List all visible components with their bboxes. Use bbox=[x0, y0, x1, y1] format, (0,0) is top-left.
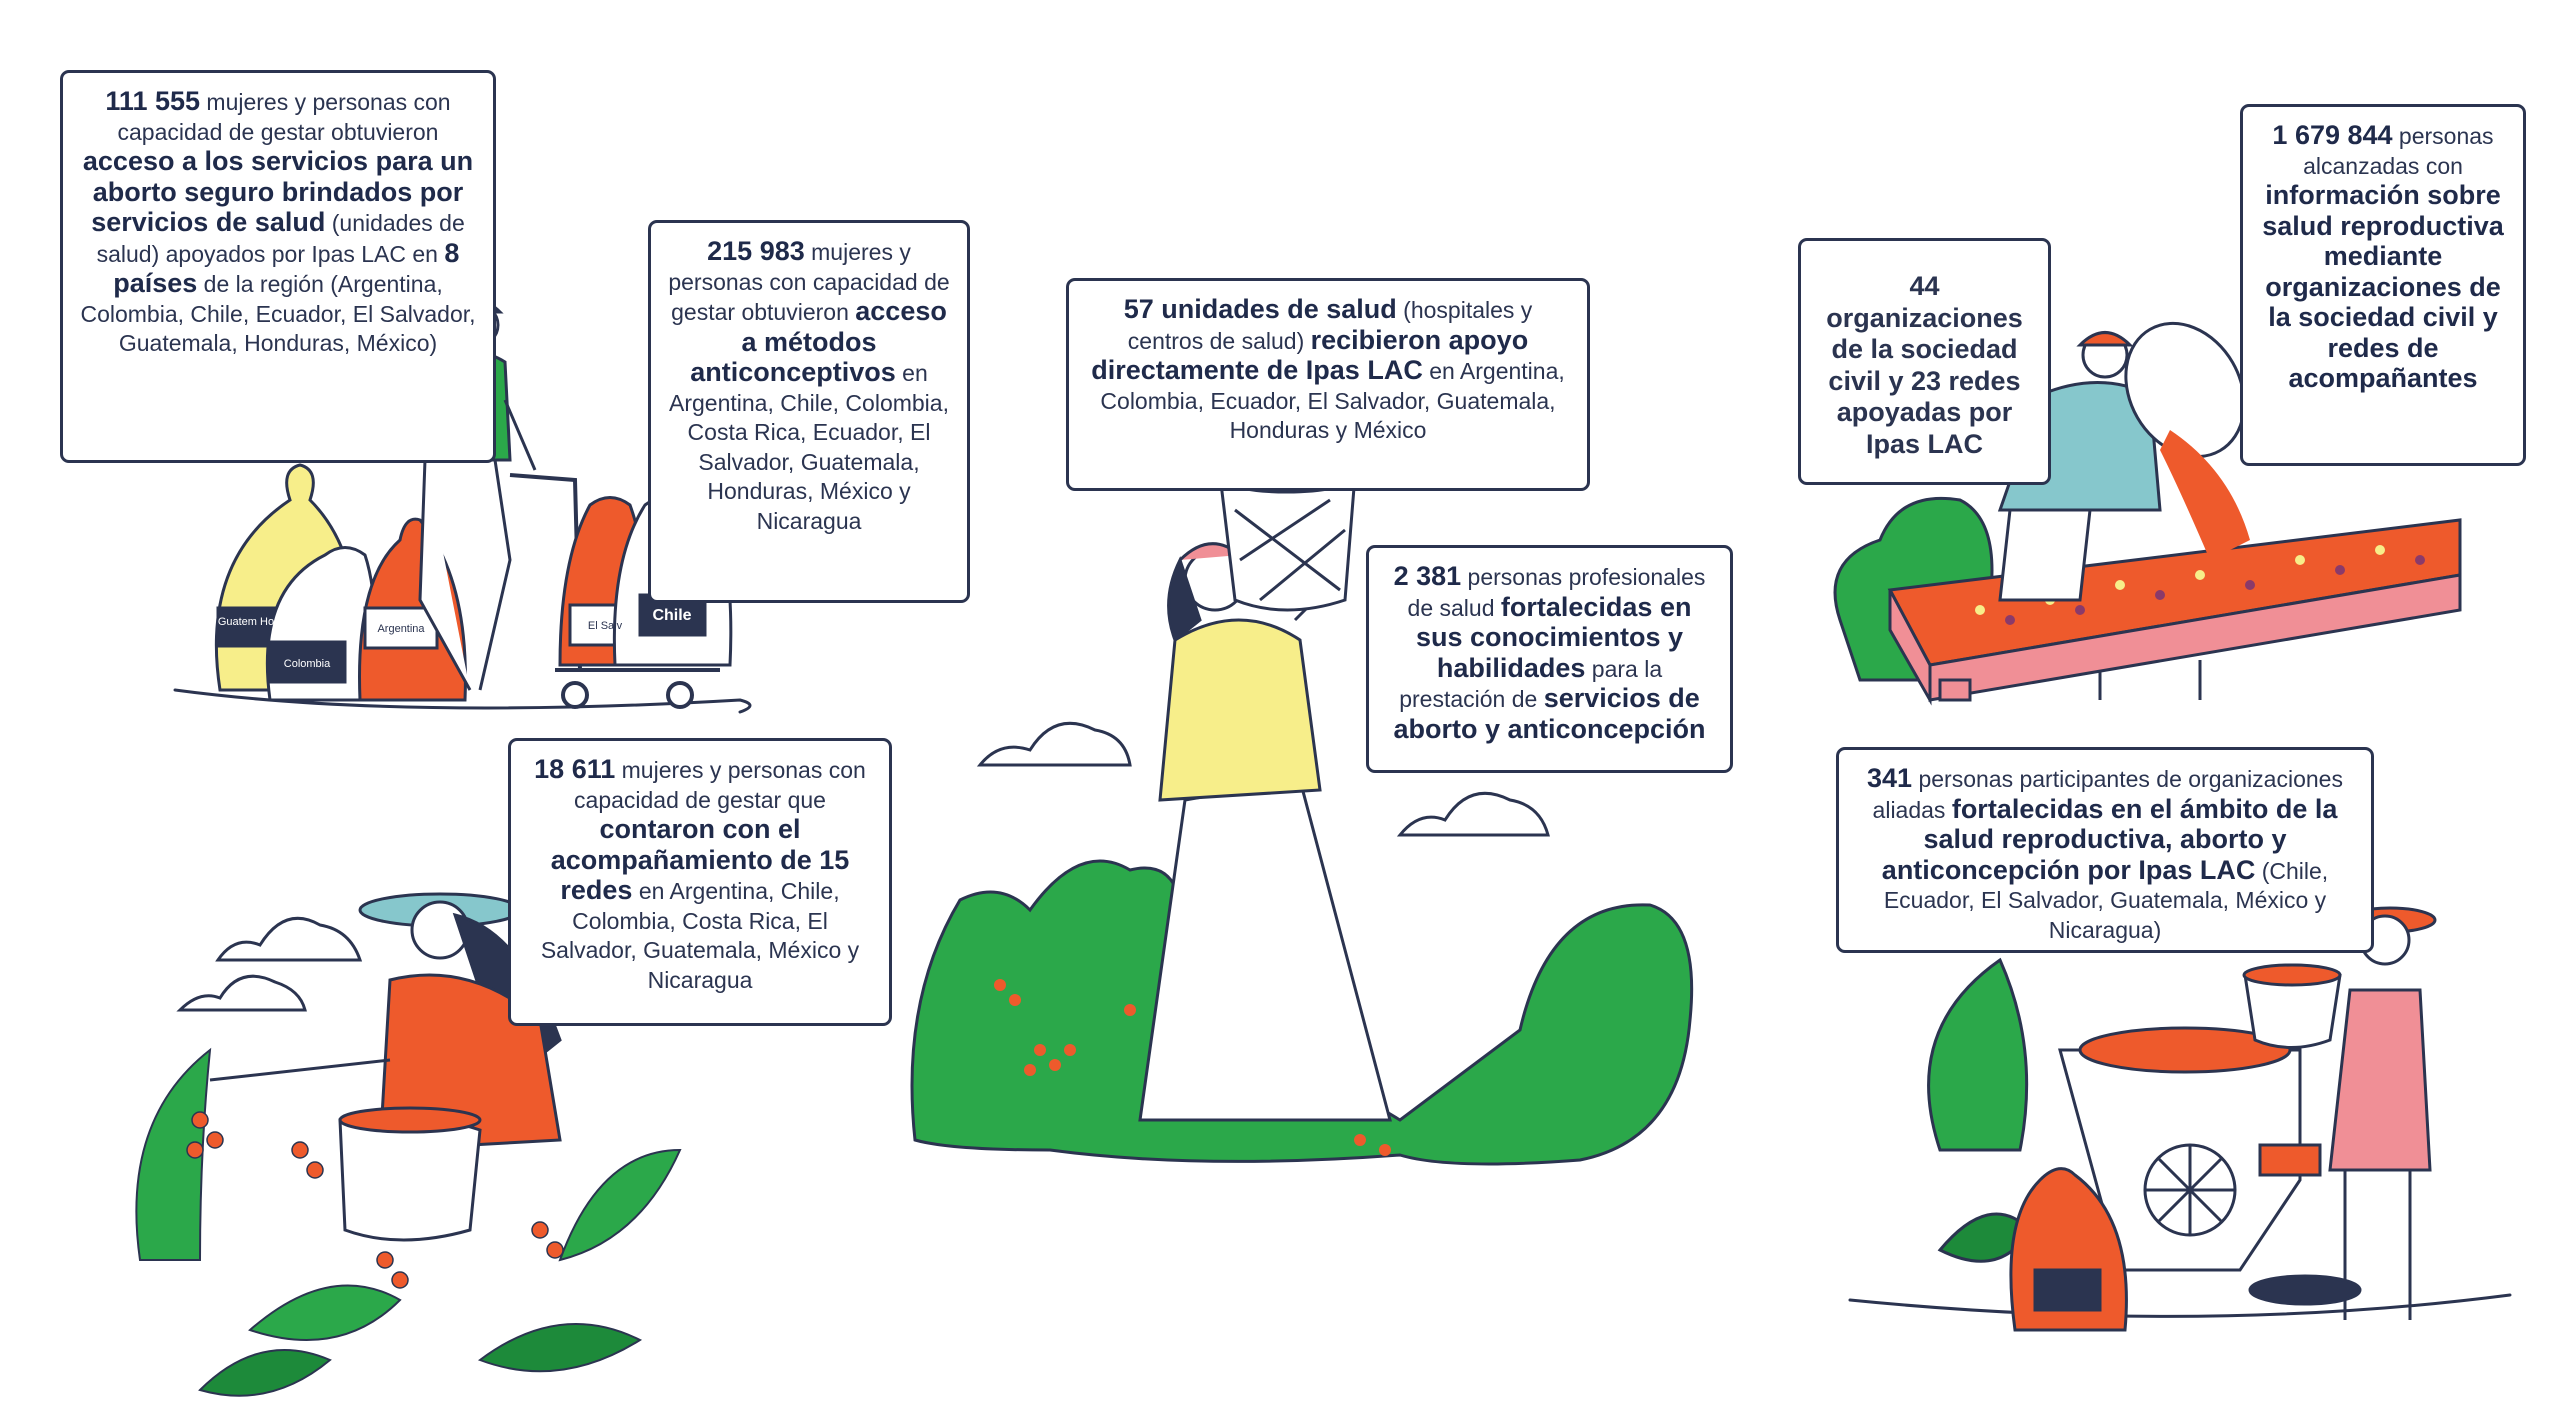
stat-number: 57 unidades de salud bbox=[1123, 294, 1397, 324]
sack-icon bbox=[265, 546, 378, 702]
stat-card-people-reached: 1 679 844 personas alcanzadas con inform… bbox=[2240, 104, 2526, 466]
cloud-icon bbox=[1396, 791, 1550, 837]
stat-number: 215 983 bbox=[707, 236, 805, 266]
sieve-icon bbox=[2124, 321, 2250, 560]
stat-number: 341 bbox=[1867, 763, 1913, 793]
sack-label-chile: Chile bbox=[652, 607, 691, 624]
sack-label-argentina: Argentina bbox=[377, 623, 425, 635]
drying-bed-icon bbox=[1887, 518, 2462, 706]
stat-card-health-units: 57 unidades de salud (hospitales y centr… bbox=[1066, 278, 1590, 491]
stat-card-accompaniment-networks: 18 611 mujeres y personas con capacidad … bbox=[508, 738, 892, 1026]
stat-number: 1 679 844 bbox=[2272, 120, 2393, 150]
stat-card-health-professionals: 2 381 personas profesionales de salud fo… bbox=[1366, 545, 1733, 773]
stat-number: 2 381 bbox=[1393, 561, 1462, 591]
stat-number: 44 organizaciones de la sociedad civil y… bbox=[1826, 271, 2023, 459]
cloud-icon bbox=[976, 721, 1132, 767]
sack-labels: Guatem Hon Colombia Argentina El Salv Ch… bbox=[218, 607, 692, 670]
stat-number: 111 555 bbox=[105, 86, 201, 116]
stat-card-abortion-access: 111 555 mujeres y personas con capacidad… bbox=[60, 70, 496, 463]
stat-number: 18 611 bbox=[534, 754, 616, 784]
stat-card-contraceptive-access: 215 983 mujeres y personas con capacidad… bbox=[648, 220, 970, 603]
woman-carrying-basket bbox=[1138, 542, 1392, 1122]
sack-label-guatemala-honduras: Guatem Hon bbox=[218, 616, 280, 628]
sack-label-el-salvador: El Salv bbox=[588, 620, 623, 632]
sack-label-colombia: Colombia bbox=[284, 658, 331, 670]
stat-card-organizations: 44 organizaciones de la sociedad civil y… bbox=[1798, 238, 2051, 485]
coffee-plant-icon bbox=[910, 859, 1694, 1166]
woman-with-basket bbox=[2242, 906, 2437, 1320]
stat-card-participants-strengthened: 341 personas participantes de organizaci… bbox=[1836, 747, 2374, 953]
sack-icon bbox=[2009, 1167, 2128, 1332]
coffee-plant-icon bbox=[1927, 957, 2032, 1263]
cloud-icon bbox=[176, 916, 363, 1012]
roaster-machine-icon bbox=[2058, 1026, 2362, 1306]
coffee-plant-icon bbox=[135, 1047, 682, 1397]
